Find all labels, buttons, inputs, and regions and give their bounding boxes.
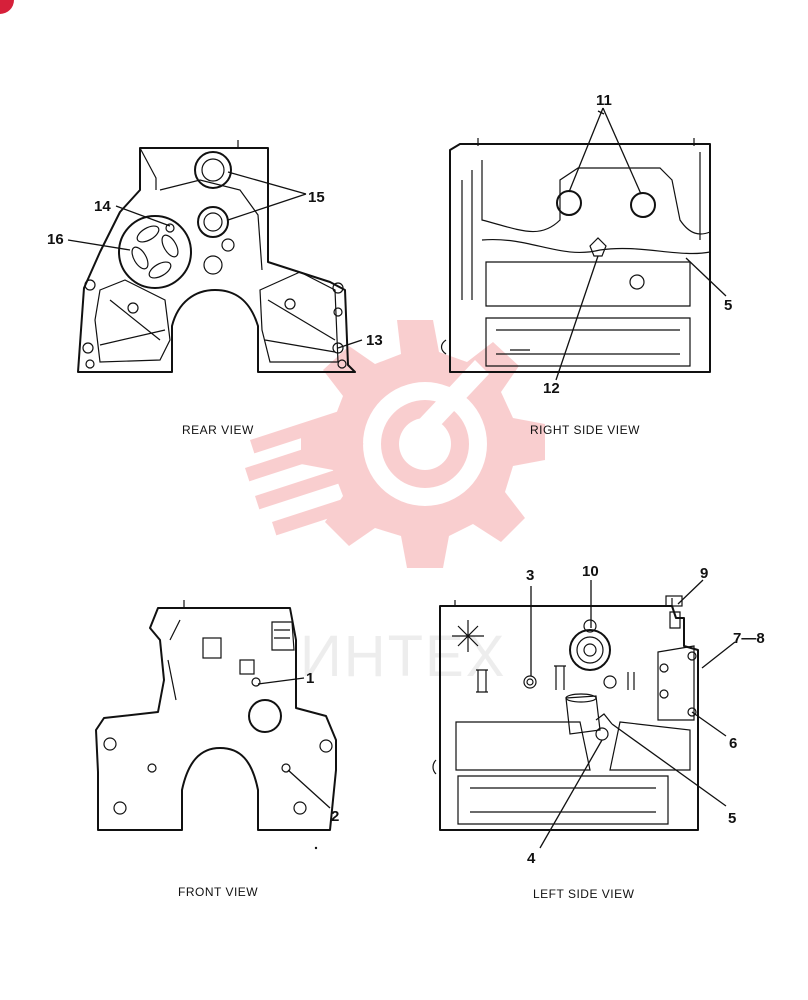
watermark-text: ИНТЕХ — [300, 624, 506, 689]
rear-callout-14: 14 — [94, 198, 111, 215]
left-callout-10: 10 — [582, 563, 599, 580]
left-callout-9: 9 — [700, 565, 708, 582]
corner-badge — [0, 0, 14, 14]
left-callout-7-8: 7—8 — [733, 630, 765, 647]
rear-callout-13: 13 — [366, 332, 383, 349]
left-side-view-drawing — [432, 595, 699, 831]
front-callout-1: 1 — [306, 670, 314, 687]
right-side-view-drawing — [440, 138, 711, 373]
right-callout-11: 11 — [596, 92, 612, 109]
front-view-drawing — [95, 600, 337, 831]
rear-view-caption: REAR VIEW — [182, 423, 254, 437]
rear-view-drawing — [77, 140, 356, 373]
left-side-view-caption: LEFT SIDE VIEW — [533, 887, 635, 901]
rear-callout-16: 16 — [47, 231, 64, 248]
left-callout-5: 5 — [728, 810, 736, 827]
rear-callout-15: 15 — [308, 189, 325, 206]
rear-view-leaders — [67, 171, 363, 349]
gear-wrench-icon — [245, 320, 545, 568]
front-view-leaders — [257, 677, 331, 809]
watermark: ИНТЕХ — [245, 320, 545, 689]
front-view-caption: FRONT VIEW — [178, 885, 258, 899]
left-callout-6: 6 — [729, 735, 737, 752]
right-side-view-caption: RIGHT SIDE VIEW — [530, 423, 640, 437]
stray-dot — [314, 846, 318, 850]
left-side-view-leaders — [530, 579, 736, 849]
left-callout-4: 4 — [527, 850, 536, 867]
right-callout-12: 12 — [543, 380, 560, 397]
right-side-view-leaders — [555, 107, 727, 381]
left-callout-3: 3 — [526, 567, 534, 584]
front-callout-2: 2 — [331, 808, 339, 825]
right-callout-5: 5 — [724, 297, 732, 314]
